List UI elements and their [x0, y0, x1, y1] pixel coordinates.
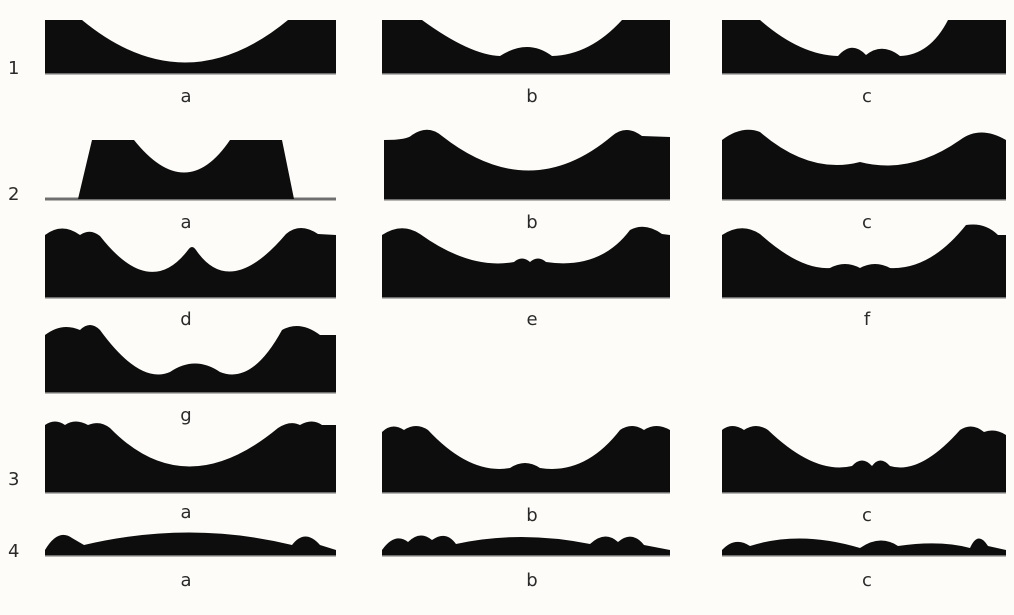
profile-4a-silhouette: [45, 533, 336, 556]
panel-label-4a: a: [171, 570, 201, 591]
profile-2g: [45, 325, 336, 392]
profile-3b: [382, 426, 670, 492]
profile-4c: [722, 538, 1006, 555]
panel-label-3b: b: [517, 505, 547, 526]
profile-1a-silhouette: [45, 20, 336, 73]
profile-2a-silhouette: [78, 140, 294, 199]
panel-label-1a: a: [171, 86, 201, 107]
row-label-2: 2: [8, 184, 19, 205]
panel-label-2e: e: [517, 309, 547, 330]
profile-4c-silhouette: [722, 538, 1006, 555]
profile-2c-silhouette: [722, 130, 1006, 199]
profile-2a: [45, 140, 336, 199]
panel-label-2f: f: [852, 309, 882, 330]
profile-4a: [45, 533, 336, 556]
profile-2f-silhouette: [722, 224, 1006, 297]
profile-2e-silhouette: [382, 227, 670, 297]
profile-4b-silhouette: [382, 535, 670, 555]
panel-label-1b: b: [517, 86, 547, 107]
profile-1b: [382, 20, 670, 73]
profile-2g-silhouette: [45, 325, 336, 392]
panel-label-2d: d: [171, 309, 201, 330]
profile-3c-silhouette: [722, 426, 1006, 492]
profile-3b-silhouette: [382, 426, 670, 492]
profile-2b-silhouette: [384, 130, 670, 199]
profile-2d-silhouette: [45, 228, 336, 297]
row-label-3: 3: [8, 469, 19, 490]
profile-1a: [45, 20, 336, 73]
panel-label-2g: g: [171, 405, 201, 426]
profile-3a: [45, 422, 336, 493]
panel-label-1c: c: [852, 86, 882, 107]
profile-2b: [384, 130, 670, 199]
panel-label-2a: a: [171, 212, 201, 233]
row-label-4: 4: [8, 541, 19, 562]
profile-1c-silhouette: [722, 20, 1006, 73]
profile-1b-silhouette: [382, 20, 670, 73]
profile-4b: [382, 535, 670, 555]
panel-label-2b: b: [517, 212, 547, 233]
panel-label-4b: b: [517, 570, 547, 591]
profile-3a-silhouette: [45, 422, 336, 493]
profile-2f: [722, 224, 1006, 297]
panel-label-4c: c: [852, 570, 882, 591]
profile-1c: [722, 20, 1006, 73]
profile-2e: [382, 227, 670, 297]
profile-2d: [45, 228, 336, 297]
panel-label-3c: c: [852, 505, 882, 526]
profile-2c: [722, 130, 1006, 199]
row-label-1: 1: [8, 58, 19, 79]
panel-label-3a: a: [171, 502, 201, 523]
profile-3c: [722, 426, 1006, 492]
panel-label-2c: c: [852, 212, 882, 233]
